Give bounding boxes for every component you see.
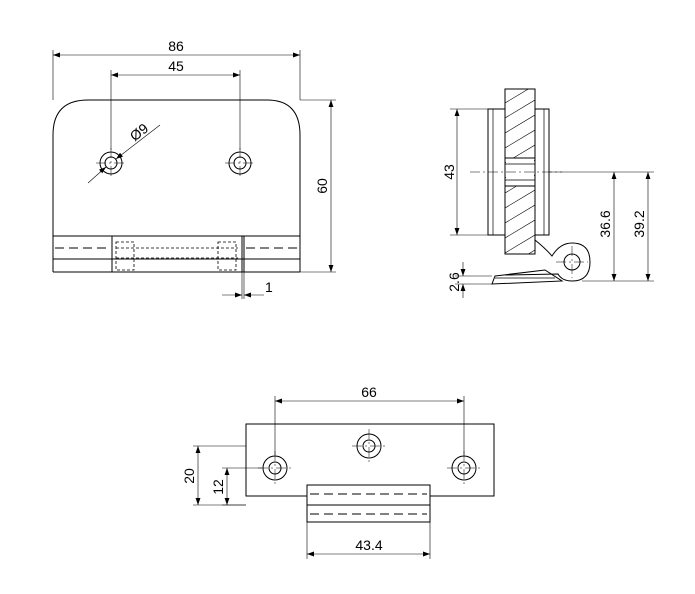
bottom-knuckle [306, 484, 431, 523]
front-plate-outline [52, 99, 301, 272]
dim-bottom-hole-spacing: 66 [361, 384, 377, 400]
bottom-view: 66 20 12 43.4 [181, 384, 495, 559]
dim-hole-diameter: Ø9 [127, 120, 152, 144]
dim-front-height: 60 [314, 178, 330, 194]
dim-bottom-depth: 20 [181, 468, 197, 484]
side-bottom-leaf [491, 269, 564, 285]
side-view: 43 36.6 39.2 2.6 [441, 88, 654, 298]
dim-hole-spacing: 45 [168, 58, 184, 74]
dim-side-height: 43 [441, 164, 457, 180]
dim-side-gap: 2.6 [446, 272, 462, 292]
dim-side-pivot-a: 36.6 [597, 210, 613, 237]
dim-bottom-hole-offset: 12 [210, 479, 226, 495]
dim-side-pivot-b: 39.2 [631, 210, 647, 237]
front-view: 86 45 Ø9 60 1 [52, 38, 336, 299]
dim-bottom-knuckle-width: 43.4 [355, 537, 382, 553]
bottom-hole-right [447, 451, 481, 485]
bottom-hole-center [352, 429, 386, 463]
dim-offset: 1 [265, 279, 273, 295]
bottom-hole-left [258, 451, 292, 485]
front-hole-right [225, 148, 255, 178]
dim-front-width: 86 [168, 38, 184, 54]
front-hole-left [96, 148, 126, 178]
side-knuckle [504, 239, 591, 282]
